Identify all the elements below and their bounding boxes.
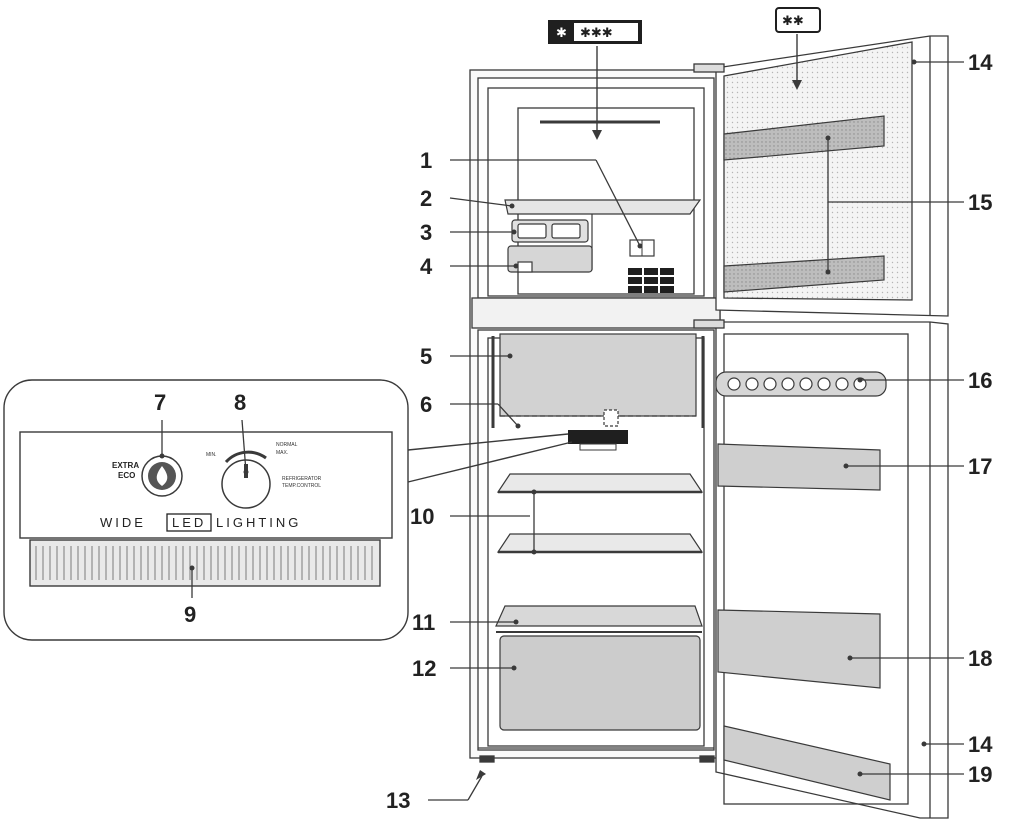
freezer-vent [628, 268, 674, 293]
fresh-zone-drawer [491, 333, 705, 428]
dial-max-label: MAX. [276, 450, 288, 456]
led-unit [568, 430, 628, 451]
callout-12: 12 [412, 656, 436, 681]
freezer-thermostat [629, 239, 655, 257]
ice-tray [511, 219, 589, 243]
callout-8: 8 [234, 390, 246, 415]
refrigerator-label: REFRIGERATOR [282, 476, 322, 482]
egg-tray [715, 371, 887, 397]
control-panel-inset [3, 379, 573, 641]
led-text: LED [172, 515, 206, 530]
callout-11: 11 [412, 610, 435, 635]
callout-15: 15 [968, 190, 992, 215]
led-light-grille [35, 546, 373, 580]
svg-text:✱✱: ✱✱ [782, 14, 804, 29]
ice-box [507, 245, 593, 273]
svg-text:✱✱✱: ✱✱✱ [580, 26, 613, 41]
callout-14-top: 14 [968, 50, 993, 75]
lighting-text: LIGHTING [216, 515, 301, 530]
freezer-door-star-rating: ✱✱ [775, 7, 821, 33]
leader-dots [159, 59, 927, 777]
led-text-box [166, 513, 212, 532]
wide-text: WIDE [100, 515, 146, 530]
callout-6: 6 [420, 392, 432, 417]
callout-5: 5 [420, 344, 432, 369]
callout-2: 2 [420, 186, 432, 211]
freezer-door [693, 35, 949, 317]
dial-normal-label: NORMAL [276, 442, 298, 448]
freezer-door-shelves [723, 115, 885, 293]
callout-13: 13 [386, 788, 410, 813]
extra-eco-button [141, 455, 183, 497]
callout-14-bottom: 14 [968, 732, 993, 757]
svg-text:✱: ✱ [556, 26, 567, 41]
door-pockets [717, 443, 891, 801]
callout-19: 19 [968, 762, 992, 787]
callout-3: 3 [420, 220, 432, 245]
vegetable-crisper [499, 635, 701, 731]
callout-1: 1 [420, 148, 432, 173]
leader-lines [161, 61, 964, 801]
temp-control-label: TEMP.CONTROL [282, 483, 321, 489]
callout-4: 4 [420, 254, 433, 279]
freezer-star-rating: ✱ ✱✱✱ [548, 20, 642, 44]
callout-10: 10 [410, 504, 434, 529]
callout-numbers: 1 2 3 4 5 6 7 8 9 10 11 12 13 14 15 16 1… [154, 50, 993, 813]
callout-7: 7 [154, 390, 166, 415]
eco-label: ECO [118, 471, 135, 480]
callout-17: 17 [968, 454, 992, 479]
extra-label: EXTRA [112, 461, 139, 470]
dial-min-label: MIN. [206, 452, 217, 458]
temperature-dial [221, 450, 271, 509]
callout-18: 18 [968, 646, 992, 671]
callout-9: 9 [184, 602, 196, 627]
callout-16: 16 [968, 368, 992, 393]
crisper-cover [495, 605, 703, 633]
